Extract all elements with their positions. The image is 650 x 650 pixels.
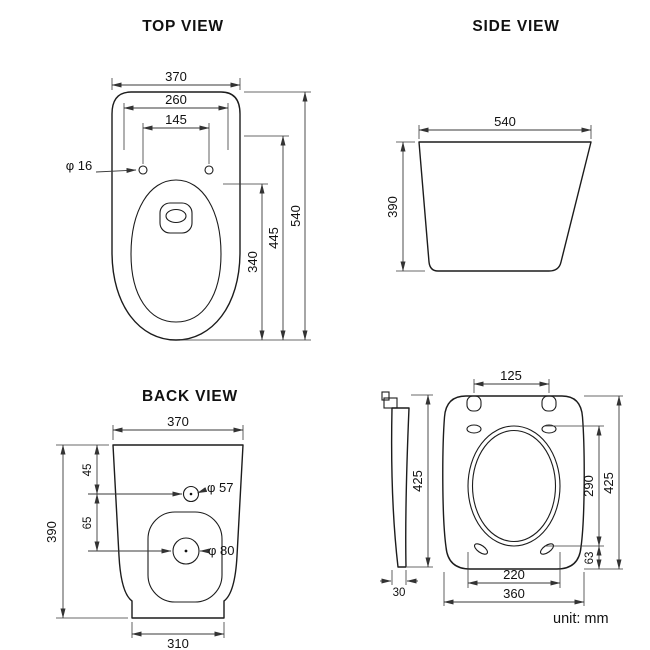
dim-label-145: 145 [165,112,187,127]
seat-ring-outer [467,425,561,547]
seat-hinge-slot-left [466,424,482,434]
seat-ring-inner [471,429,557,543]
dim-label-65: 65 [82,517,94,530]
bowl-top-outline [111,91,241,341]
dim-label-30: 30 [393,587,406,599]
dim-label-370-back: 370 [167,414,189,429]
seat-bumper-left [473,543,489,555]
dim-label-540-side: 540 [494,114,516,129]
back-outline [112,444,244,619]
seat-hinge-pin [381,391,390,401]
back-view-title: BACK VIEW [142,388,238,405]
side-view-title: SIDE VIEW [472,18,559,35]
dim-label-290: 290 [581,475,596,497]
dim-label-63: 63 [584,552,596,565]
seat-lid-outline [442,395,585,570]
unit-label: unit: mm [553,611,609,627]
dim-label-425-seat: 425 [601,472,616,494]
dim-label-45: 45 [82,464,94,477]
flush-outlet-hole [165,208,187,224]
outlet-hole-phi80 [172,537,200,565]
seat-top-extension-lines [443,379,623,606]
top-view-group: TOP VIEW 370 260 145 φ 16 340 445 540 [66,18,311,341]
seat-view-group: 30 425 125 290 63 425 220 360 [380,368,623,606]
seat-bumper-right [539,543,555,555]
inlet-hole-phi57 [182,485,200,503]
dim-label-125: 125 [500,368,522,383]
dim-label-phi16: φ 16 [66,158,93,173]
seat-mount-hole-right [204,165,214,175]
seat-hinge-cap-right [541,395,557,412]
flush-outlet [159,202,193,234]
dim-label-220: 220 [503,567,525,582]
dim-label-310: 310 [167,636,189,650]
phi57-label-leader [197,487,208,494]
dim-label-425-profile: 425 [410,470,425,492]
back-view-group: BACK VIEW 370 45 φ 57 65 φ 80 390 310 [44,388,244,650]
back-inner-recess [147,511,223,603]
dim-label-390-back: 390 [44,521,59,543]
dim-label-390-side: 390 [385,196,400,218]
inlet-hole-center-dot [189,492,193,496]
outlet-hole-center-dot [184,549,188,553]
hole-dia-leader-line [95,167,137,173]
seat-hinge-cap-left [466,395,482,412]
dim-label-540-top: 540 [288,205,303,227]
dim-label-370-top: 370 [165,69,187,84]
dim-label-340: 340 [245,251,260,273]
seat-hinge-slot-right [541,424,557,434]
back-view-extension-lines [56,425,244,638]
side-view-extension-lines [396,125,592,272]
dim-label-phi57: φ 57 [207,480,234,495]
dim-label-260: 260 [165,92,187,107]
seat-mount-hole-left [138,165,148,175]
dim-label-phi80: φ 80 [208,543,235,558]
top-view-title: TOP VIEW [142,18,224,35]
dim-label-445: 445 [266,227,281,249]
side-profile-outline [418,141,592,272]
seat-side-profile [390,407,410,568]
seat-profile-extension-lines [391,394,433,585]
bowl-inner-rim [130,179,222,323]
seat-hinge-bracket [383,397,398,409]
side-view-group: SIDE VIEW 540 390 [385,18,592,272]
dim-label-360: 360 [503,586,525,601]
